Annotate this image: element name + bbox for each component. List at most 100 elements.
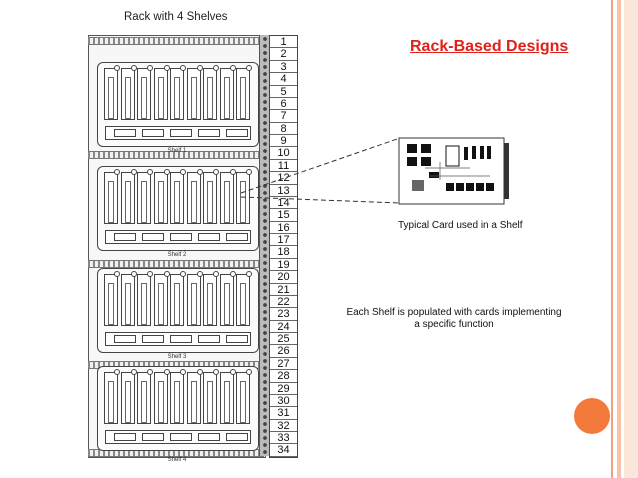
connector-line-top <box>240 137 401 194</box>
rack-unit-number: 17 <box>270 234 297 247</box>
rack-unit-number: 6 <box>270 98 297 111</box>
rack-unit-number: 7 <box>270 110 297 123</box>
drawer-cell <box>114 233 136 241</box>
slot-screw <box>229 369 236 375</box>
card-slot <box>219 68 234 120</box>
shelf-label: Shelf 4 <box>167 457 187 463</box>
rack-unit-number: 10 <box>270 147 297 160</box>
rack-unit-number: 25 <box>270 333 297 346</box>
slot-screw <box>130 369 137 375</box>
card-slot <box>153 172 168 224</box>
shelf-4 <box>97 366 259 451</box>
card-slot <box>153 274 168 326</box>
slot-screw <box>213 65 219 71</box>
drawer-cell <box>198 233 220 241</box>
slot-screw <box>180 271 186 277</box>
card-slot <box>186 372 201 424</box>
shelf-3 <box>97 268 259 353</box>
card-slot <box>236 68 250 120</box>
card-slot <box>120 172 135 224</box>
slot-screw <box>114 169 120 175</box>
slide-border-line <box>611 0 613 478</box>
drawer-cell <box>170 335 192 343</box>
rack-unit-number: 1 <box>270 36 297 49</box>
slot-screw <box>114 271 120 277</box>
card-slot <box>236 274 250 326</box>
rack-vent-strip <box>88 260 264 268</box>
shelf-description: Each Shelf is populated with cards imple… <box>346 307 562 330</box>
drawer-cell <box>198 129 220 137</box>
rack-unit-number: 33 <box>270 432 297 445</box>
rack-unit-number: 19 <box>270 259 297 272</box>
rack-unit-number: 8 <box>270 123 297 135</box>
card-slot <box>203 372 217 424</box>
slot-screw <box>163 169 170 175</box>
drawer-cell <box>226 233 248 241</box>
drawer-cell <box>170 433 192 441</box>
card-slot <box>170 68 184 120</box>
slot-screw <box>180 369 186 375</box>
rack-unit-number: 24 <box>270 321 297 333</box>
rack-vent-strip <box>88 37 264 45</box>
rack-unit-number: 22 <box>270 296 297 309</box>
slot-screw <box>147 369 153 375</box>
rack-unit-number: 5 <box>270 86 297 98</box>
card-caption: Typical Card used in a Shelf <box>398 220 523 231</box>
card-slot <box>203 68 217 120</box>
drawer-cell <box>142 433 164 441</box>
slot-screw <box>130 169 137 175</box>
card-slot <box>104 372 118 424</box>
slot-screw <box>147 271 153 277</box>
card-slot <box>137 68 151 120</box>
shelf-label: Shelf 1 <box>167 148 187 154</box>
slot-screw <box>229 169 236 175</box>
card-slot <box>203 172 217 224</box>
card-slot <box>186 172 201 224</box>
drawer-cell <box>198 335 220 343</box>
slot-screw <box>246 271 252 277</box>
drawer-cell <box>142 233 164 241</box>
drawer-cell <box>142 335 164 343</box>
rack-unit-number: 23 <box>270 308 297 321</box>
slot-screw <box>246 169 252 175</box>
slot-screw <box>163 271 170 277</box>
rack-unit-number: 34 <box>270 444 297 457</box>
slot-screw <box>163 369 170 375</box>
rack-unit-number: 9 <box>270 135 297 148</box>
slot-screw <box>196 271 203 277</box>
accent-circle <box>574 398 610 434</box>
drawer-cell <box>114 129 136 137</box>
rack-unit-number: 27 <box>270 358 297 371</box>
slot-screw <box>114 65 120 71</box>
rack-unit-number: 28 <box>270 370 297 383</box>
slot-screw <box>196 169 203 175</box>
rack-title: Rack with 4 Shelves <box>124 11 228 23</box>
card-slot <box>203 274 217 326</box>
shelf-1 <box>97 62 259 147</box>
rack-unit-number: 21 <box>270 284 297 296</box>
drawer-cell <box>226 335 248 343</box>
card-slot <box>120 68 135 120</box>
shelf-fan-drawer <box>105 230 251 244</box>
circuit-card-image <box>398 137 509 205</box>
slot-screw <box>147 169 153 175</box>
rack-unit-number: 30 <box>270 395 297 408</box>
card-slot <box>120 372 135 424</box>
card-slot <box>104 274 118 326</box>
drawer-cell <box>114 433 136 441</box>
drawer-cell <box>226 433 248 441</box>
rack-unit-number: 29 <box>270 383 297 395</box>
rack-unit-number: 15 <box>270 209 297 222</box>
rack-vent-strip <box>88 151 264 159</box>
shelf-label: Shelf 3 <box>167 354 187 360</box>
rack-unit-number: 20 <box>270 271 297 284</box>
rack-unit-number: 18 <box>270 246 297 259</box>
rack-unit-number: 32 <box>270 420 297 432</box>
card-slot <box>170 172 184 224</box>
slot-screw <box>196 65 203 71</box>
card-slot <box>236 172 250 224</box>
card-slot <box>219 274 234 326</box>
slot-screw <box>196 369 203 375</box>
